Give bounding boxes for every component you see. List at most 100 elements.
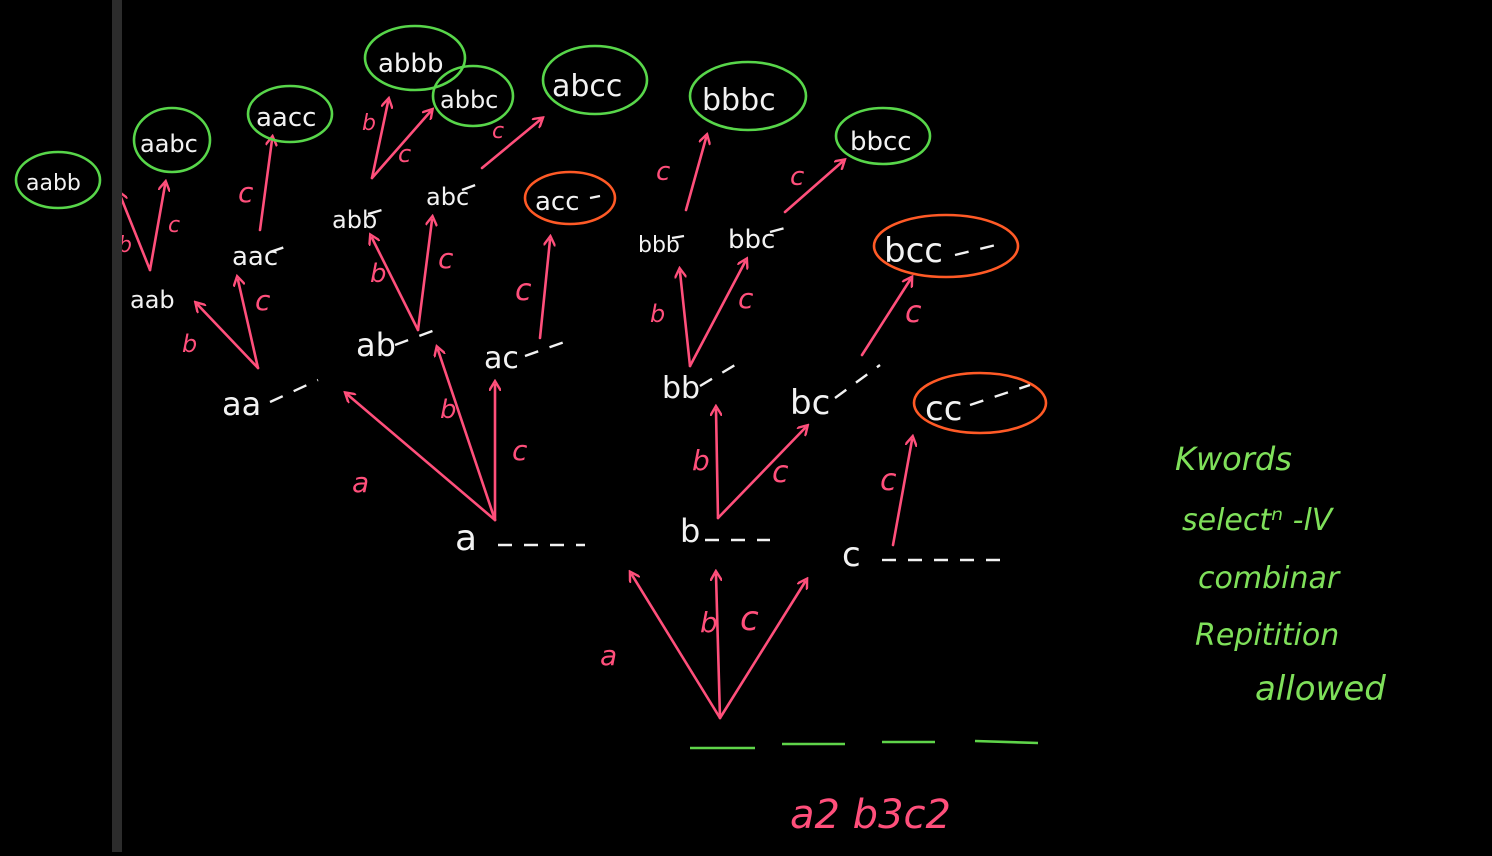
node-b: b — [680, 512, 700, 550]
edge-label-a: a — [600, 639, 617, 672]
level1-edges — [632, 575, 805, 720]
node-aa: aa — [222, 385, 261, 423]
complete-circle-abcc — [541, 44, 649, 116]
edge-label-bbc-bbcc: c — [790, 162, 804, 192]
edge-ac-acc — [538, 240, 550, 340]
complete-circle-bbcc — [834, 106, 932, 166]
node-ac: ac — [484, 341, 519, 376]
edge-label-ac-acc: c — [515, 273, 532, 308]
node-cc: cc — [925, 389, 962, 429]
edge-aa-aab — [198, 305, 260, 370]
edge-label-c-cc: c — [880, 463, 897, 498]
node-bbc: bbc — [728, 225, 775, 255]
level2-edges — [348, 350, 912, 547]
node-aac-slot — [269, 244, 289, 254]
node-aab: aab — [130, 286, 175, 314]
root-slots — [690, 739, 1039, 750]
edge-root-c — [718, 582, 805, 720]
edge-label-ab-abc: c — [438, 242, 454, 275]
edge-c-cc — [891, 440, 912, 547]
complete-circle-abbc — [431, 64, 515, 128]
edge-label-bbb-bbbc: c — [656, 157, 670, 187]
edge-aa-aac — [238, 280, 260, 370]
word-abbb: abbb — [378, 49, 443, 79]
node-aa-slots — [269, 378, 319, 404]
complete-circle-abbb — [363, 24, 467, 92]
edge-abb-abbb — [370, 102, 388, 180]
edge-label-a-ac: c — [512, 434, 528, 467]
edge-label-abc-abcc: c — [492, 119, 504, 144]
left-divider-bar — [112, 0, 122, 852]
node-ab-slots — [394, 328, 436, 347]
edge-label-ab-abb: b — [370, 259, 387, 289]
node-cc-slots — [969, 383, 1031, 407]
edge-root-a — [632, 575, 722, 720]
node-bc: bc — [790, 383, 830, 423]
edge-label-bb-bbc: c — [738, 282, 754, 315]
node-bbc-slot — [769, 226, 786, 234]
edge-aab-aabc — [148, 185, 165, 272]
node-abb: abb — [332, 206, 377, 234]
side-notes: Kwords selectⁿ -lV combinar Repitition a… — [1175, 440, 1386, 709]
node-acc-slot — [589, 194, 601, 200]
word-abbc: abbc — [440, 86, 498, 114]
edge-label-b-bb: b — [692, 444, 710, 477]
node-c: c — [842, 535, 861, 575]
edge-label-a-aa: a — [352, 466, 369, 499]
node-bcc-slot — [954, 242, 1001, 257]
slot-line — [974, 739, 1039, 745]
note-line-4: Repitition — [1195, 618, 1339, 653]
root-label: a2 b3c2 — [790, 792, 951, 838]
complete-circle-bbbc — [688, 60, 808, 132]
node-bc-slots — [834, 364, 881, 399]
edge-ab-abb — [372, 238, 420, 332]
edge-bc-bcc — [860, 280, 910, 357]
note-line-2: selectⁿ -lV — [1182, 503, 1335, 538]
edge-label-aa-aab: b — [182, 330, 197, 358]
edge-label-abb-abbb: b — [362, 111, 376, 136]
complete-circle-aacc — [246, 84, 334, 144]
edge-label-aac-aacc: c — [238, 176, 254, 209]
complete-circle-aabb — [14, 150, 102, 210]
node-abb-slot — [367, 208, 383, 216]
edge-label-b: b — [700, 606, 718, 639]
node-acc: acc — [535, 187, 580, 217]
word-abcc: abcc — [552, 69, 622, 104]
terminal-circle-bcc — [872, 213, 1020, 279]
edge-ab-abc — [416, 220, 432, 332]
node-ab: ab — [356, 326, 396, 364]
node-a: a — [455, 518, 477, 559]
edge-bbb-bbbc — [684, 138, 706, 212]
node-bbb-slot — [671, 234, 685, 240]
note-line-3: combinar — [1198, 561, 1341, 596]
complete-circle-aabc — [132, 106, 212, 174]
edge-bb-bbc — [688, 262, 745, 368]
edge-label-bb-bbb: b — [650, 300, 665, 328]
edge-b-bc — [716, 428, 805, 520]
terminal-circle-cc — [912, 371, 1048, 435]
edge-a-ab — [438, 350, 497, 522]
node-aac: aac — [232, 242, 278, 272]
edge-abb-abbc — [370, 112, 430, 180]
edge-root-b — [716, 575, 720, 720]
edge-label-a-ab: b — [440, 395, 457, 425]
edge-label-c: c — [740, 599, 759, 639]
word-bbbc: bbbc — [702, 83, 776, 118]
edge-label-b-bc: c — [772, 455, 789, 490]
word-aabc: aabc — [140, 130, 198, 158]
word-aabb: aabb — [26, 171, 81, 196]
edge-bbc-bbcc — [783, 162, 842, 214]
edge-label-aab-aabc: c — [168, 213, 180, 238]
edge-b-bb — [716, 410, 718, 520]
edge-label-bc-bcc: c — [905, 295, 922, 330]
word-bbcc: bbcc — [850, 127, 912, 157]
level3-edges — [198, 220, 910, 370]
note-line-1: Kwords — [1175, 440, 1292, 478]
edge-aab-aabb — [120, 195, 152, 272]
edge-label-aa-aac: c — [255, 284, 271, 317]
terminal-circle-acc — [523, 170, 617, 226]
node-bb: bb — [662, 371, 700, 406]
node-bcc: bcc — [884, 231, 943, 271]
